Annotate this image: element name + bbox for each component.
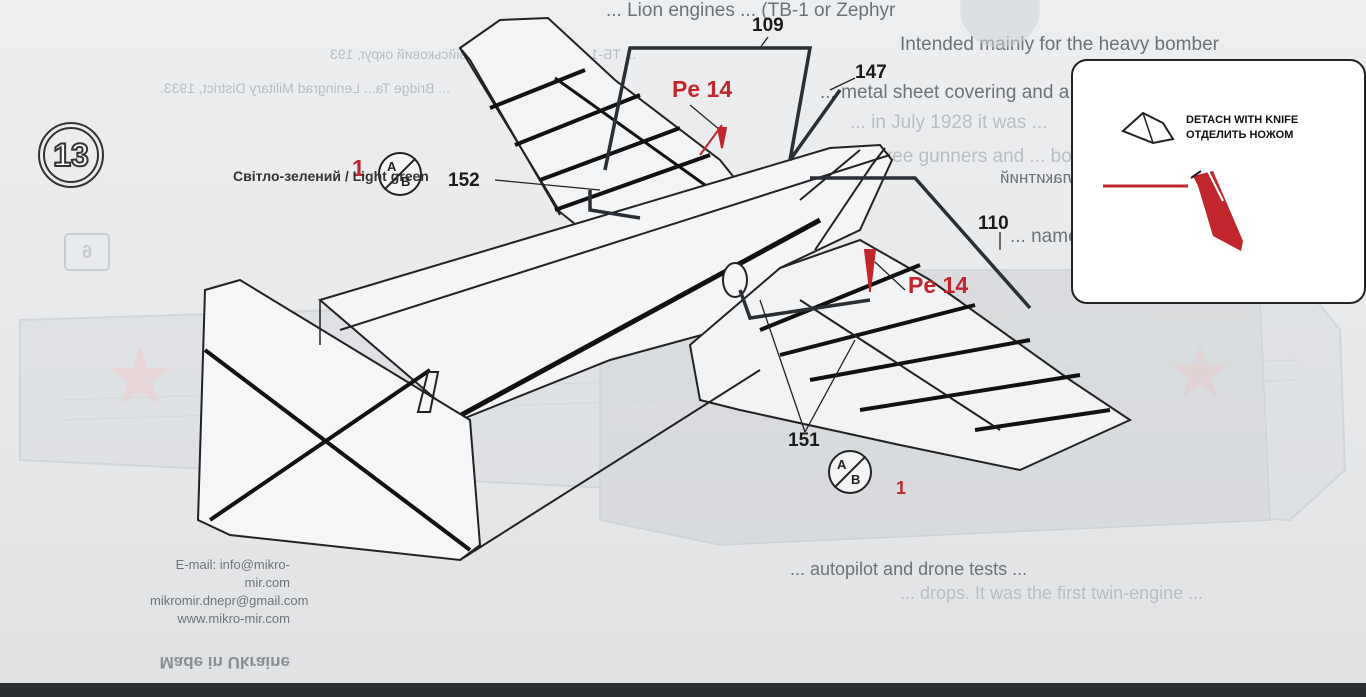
variant-a-right: A [837, 457, 847, 472]
ladder-detail [416, 371, 440, 413]
made-in-label: Made in Ukraine [159, 653, 290, 672]
variant-badge-left: A B [378, 152, 422, 196]
ghost-bottom-1: ... autopilot and drone tests ... [790, 559, 1028, 579]
strut-147 [788, 88, 842, 162]
ghost-badge-left: 6 [64, 233, 110, 271]
contact-email-2: mikromir.dnepr@gmail.com [150, 593, 309, 608]
leader-lines [494, 36, 1001, 433]
step-number-badge: 13 [38, 122, 104, 188]
ghost-text-4: ... in July 1928 it was ... [850, 112, 1048, 133]
struts [588, 46, 1032, 320]
detail-inset: DETACH WITH KNIFE ОТДЕЛИТЬ НОЖОМ [1071, 59, 1366, 304]
variant-b-right: B [851, 472, 861, 487]
variant-b-left: B [401, 174, 411, 189]
lower-stabilizer [688, 238, 1133, 472]
rudder-panel [196, 278, 761, 562]
pe14-parts [699, 124, 877, 292]
pe-part-detail [1193, 171, 1243, 251]
strut-110 [810, 176, 1032, 310]
step-number: 13 [43, 127, 99, 183]
inset-instruction: DETACH WITH KNIFE ОТДЕЛИТЬ НОЖОМ [1186, 113, 1298, 143]
strut-109 [603, 46, 813, 171]
callout-pe14-top: Pe 14 [672, 76, 733, 102]
callout-109: 109 [752, 15, 784, 36]
paint-label: Світло-зелений / Light green [233, 168, 429, 184]
ghost-star-left [108, 345, 172, 405]
inset-line-en: DETACH WITH KNIFE [1186, 114, 1299, 126]
knife-detail-drawing [1103, 111, 1243, 251]
variant-number-left: 1 [352, 155, 365, 181]
ghost-star-right [1172, 345, 1228, 397]
strut-152 [588, 190, 641, 220]
variant-number-right: 1 [896, 478, 907, 498]
ghost-text-5: three gunners and ... bombs [870, 146, 1108, 167]
callout-pe14-right: Pe 14 [908, 272, 969, 298]
variant-badge-right: A B [828, 450, 872, 494]
ghost-bottom-2: ... drops. It was the first twin-engine … [900, 583, 1204, 603]
ghost-text-1: ... Lion engines ... (TB-1 or Zephyr [606, 0, 896, 21]
contact-info: E-mail: info@mikro-mir.com mikromir.dnep… [150, 556, 309, 628]
contact-email-1: E-mail: info@mikro-mir.com [175, 557, 290, 590]
callout-151: 151 [788, 430, 820, 451]
callout-110: 110 [978, 213, 1009, 234]
callout-147: 147 [855, 62, 887, 83]
scan-edge-shadow [0, 683, 1366, 697]
inset-line-ru: ОТДЕЛИТЬ НОЖОМ [1186, 129, 1294, 141]
variant-a-left: A [387, 159, 397, 174]
strut-151 [738, 289, 871, 320]
contact-website: www.mikro-mir.com [177, 611, 290, 626]
callout-152: 152 [448, 170, 480, 191]
